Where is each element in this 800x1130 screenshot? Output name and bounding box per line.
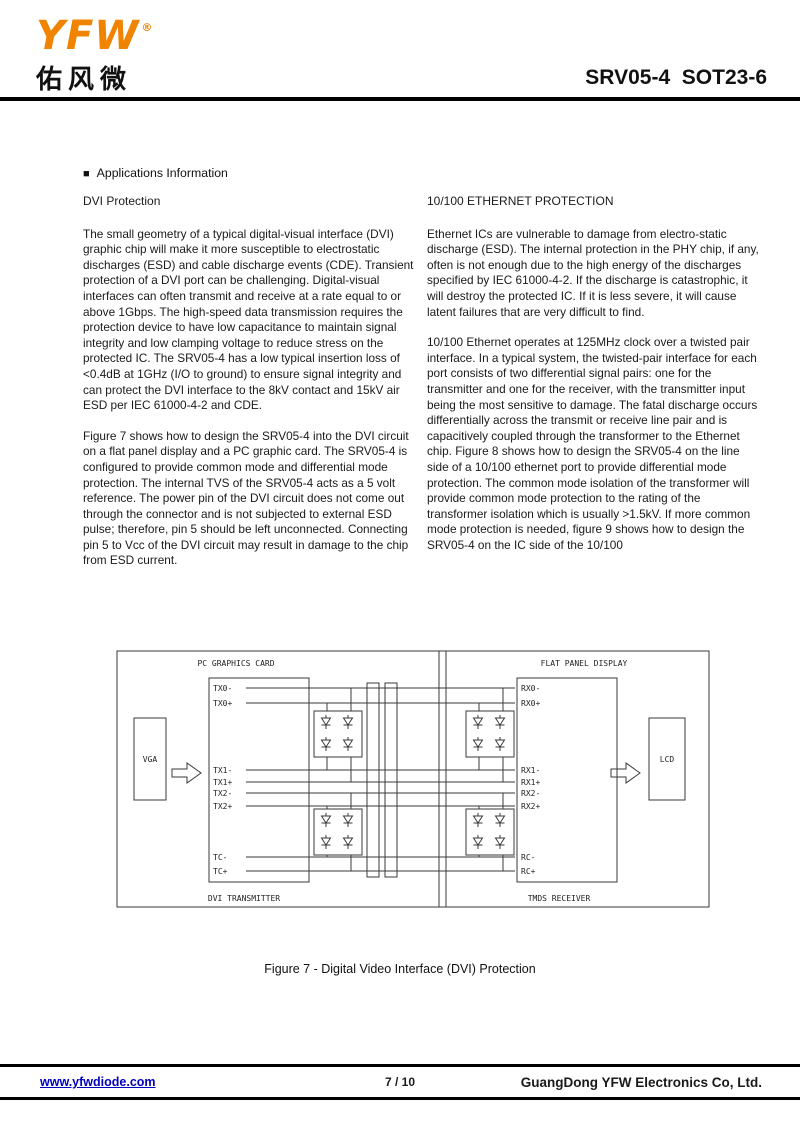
signal-label: TX0+: [213, 699, 232, 708]
ethernet-protection-heading: 10/100 ETHERNET PROTECTION: [427, 194, 614, 208]
signal-label: TC+: [213, 867, 228, 876]
signal-label: RX1+: [521, 778, 540, 787]
vga-box: [133, 717, 167, 801]
company-logo: YFW® 佑风微: [36, 6, 153, 96]
signal-label: TX0-: [213, 684, 232, 693]
rx-signal-block: [516, 677, 618, 883]
tx-signal-block: [208, 677, 310, 883]
signal-label: RX0-: [521, 684, 540, 693]
header-divider: [0, 97, 800, 101]
pc-graphics-card-box: [116, 650, 447, 908]
signal-label: RC+: [521, 867, 536, 876]
ethernet-paragraph-1: Ethernet ICs are vulnerable to damage fr…: [427, 226, 759, 319]
left-column: DVI Protection The small geometry of a t…: [83, 194, 415, 584]
signal-label: RC-: [521, 853, 535, 862]
footer-divider-top: [0, 1064, 800, 1067]
square-bullet-icon: ■: [83, 168, 90, 180]
dvi-paragraph-2: Figure 7 shows how to design the SRV05-4…: [83, 428, 409, 568]
logo-text: YFW: [36, 13, 140, 59]
signal-label: RX0+: [521, 699, 540, 708]
tmds-receiver-label: TMDS RECEIVER: [528, 894, 591, 903]
dvi-paragraph-1: The small geometry of a typical digital-…: [83, 226, 414, 413]
logo-chinese-name: 佑风微: [36, 65, 133, 95]
website-link[interactable]: www.yfwdiode.com: [40, 1075, 156, 1089]
page-number: 7 / 10: [384, 1075, 416, 1089]
figure7-schematic: PC GRAPHICS CARD FLAT PANEL DISPLAY VGA …: [114, 645, 714, 915]
flat-panel-display-box: [438, 650, 710, 908]
footer: www.yfwdiode.com 7 / 10 GuangDong YFW El…: [0, 1069, 800, 1095]
signal-lines: [246, 687, 515, 872]
flat-panel-display-label: FLAT PANEL DISPLAY: [541, 659, 628, 668]
tvs-chip-tx-top: [314, 688, 362, 782]
dvi-protection-diagram: PC GRAPHICS CARD FLAT PANEL DISPLAY VGA …: [116, 650, 710, 908]
lcd-label: LCD: [660, 755, 675, 764]
text-columns: DVI Protection The small geometry of a t…: [83, 194, 759, 584]
signal-label: RX2+: [521, 802, 540, 811]
signal-label: TX2-: [213, 789, 232, 798]
registered-trademark-icon: ®: [141, 21, 154, 34]
company-name: GuangDong YFW Electronics Co, Ltd.: [520, 1074, 762, 1090]
figure7-caption: Figure 7 - Digital Video Interface (DVI)…: [264, 962, 536, 976]
tx-signal-labels: TX0- TX0+ TX1- TX1+ TX2- TX2+ TC- TC+: [213, 684, 232, 876]
signal-label: RX1-: [521, 766, 540, 775]
part-number-title: SRV05-4 SOT23-6: [585, 66, 767, 89]
dvi-connector-bar-right: [384, 682, 398, 878]
footer-divider-bottom: [0, 1097, 800, 1100]
signal-label: TX2+: [213, 802, 232, 811]
section-heading: ■ Applications Information: [83, 166, 759, 180]
dvi-connector-bar-left: [366, 682, 380, 878]
ethernet-paragraph-2: 10/100 Ethernet operates at 125MHz clock…: [427, 335, 758, 552]
lcd-box: [648, 717, 686, 801]
vga-arrow-icon: [171, 762, 202, 784]
right-column: 10/100 ETHERNET PROTECTION Ethernet ICs …: [427, 194, 759, 584]
vga-label: VGA: [143, 755, 158, 764]
dvi-transmitter-label: DVI TRANSMITTER: [208, 894, 280, 903]
logo-wordmark: YFW®: [36, 6, 153, 58]
tvs-chip-rx-bottom: [466, 793, 514, 871]
signal-label: RX2-: [521, 789, 540, 798]
lcd-arrow-icon: [610, 762, 641, 784]
tvs-chip-tx-bottom: [314, 793, 362, 871]
main-content: ■ Applications Information DVI Protection…: [83, 166, 759, 584]
signal-label: TX1-: [213, 766, 232, 775]
signal-label: TC-: [213, 853, 227, 862]
rx-signal-labels: RX0- RX0+ RX1- RX1+ RX2- RX2+ RC- RC+: [521, 684, 540, 876]
signal-label: TX1+: [213, 778, 232, 787]
pc-graphics-card-label: PC GRAPHICS CARD: [197, 659, 274, 668]
tvs-chip-rx-top: [466, 688, 514, 782]
section-title: Applications Information: [96, 166, 228, 180]
dvi-protection-heading: DVI Protection: [83, 194, 161, 208]
